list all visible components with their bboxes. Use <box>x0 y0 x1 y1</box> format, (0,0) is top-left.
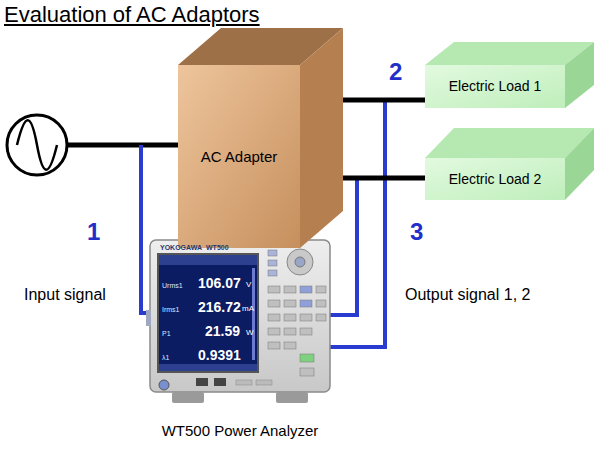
box-top-face <box>425 128 594 158</box>
sine-wave <box>17 120 57 170</box>
screen-unit: mA <box>242 305 254 313</box>
signal-name: Output signal 1, 2 <box>405 287 530 303</box>
box-outline <box>425 128 594 200</box>
callout-number: 1 <box>87 220 100 244</box>
callout-number: 3 <box>410 220 423 244</box>
callout-number: 2 <box>389 60 402 84</box>
node-label: WT500 Power Analyzer <box>120 420 360 442</box>
box-front-face <box>425 158 565 200</box>
supply-wire <box>67 143 178 148</box>
output-wire <box>343 98 425 103</box>
screen-unit: V <box>246 281 251 289</box>
box-front-face <box>178 65 300 248</box>
box-side-face <box>565 128 594 200</box>
screen-reading: 216.72 <box>198 300 241 314</box>
power-analyzer: WT500 Power Analyzer <box>150 240 330 445</box>
screen-reading: 0.9391 <box>198 348 241 362</box>
screen-reading: 21.59 <box>205 324 240 338</box>
screen-label: Irms1 <box>162 306 180 313</box>
power-analyzer-illustration <box>146 240 330 403</box>
screen-label: λ1 <box>162 354 169 361</box>
output-wire <box>343 176 425 181</box>
box-top-face <box>425 42 594 65</box>
box-side-face <box>565 42 594 108</box>
node-label: AC Adapter <box>182 65 296 248</box>
signal-name: Input signal <box>24 287 106 303</box>
node-label: Electric Load 2 <box>425 158 565 200</box>
screen-label: P1 <box>162 330 171 337</box>
ac-adapter-box: AC Adapter <box>178 28 343 248</box>
model-mark: WT500 <box>206 244 229 251</box>
brand-mark: YOKOGAWA <box>160 244 202 251</box>
box-outline <box>178 28 343 248</box>
electric-load-box: Electric Load 1 <box>425 42 594 108</box>
diagram-title: Evaluation of AC Adaptors <box>4 2 260 28</box>
electric-load-box: Electric Load 2 <box>425 128 594 200</box>
node-label: Electric Load 1 <box>425 65 565 108</box>
box-side-face <box>300 28 343 248</box>
ac-source-symbol <box>7 115 67 175</box>
screen-unit: W <box>246 329 254 337</box>
box-front-face <box>425 65 565 108</box>
box-outline <box>425 42 594 108</box>
screen-reading: 106.07 <box>198 276 241 290</box>
screen-label: Urms1 <box>162 282 183 289</box>
